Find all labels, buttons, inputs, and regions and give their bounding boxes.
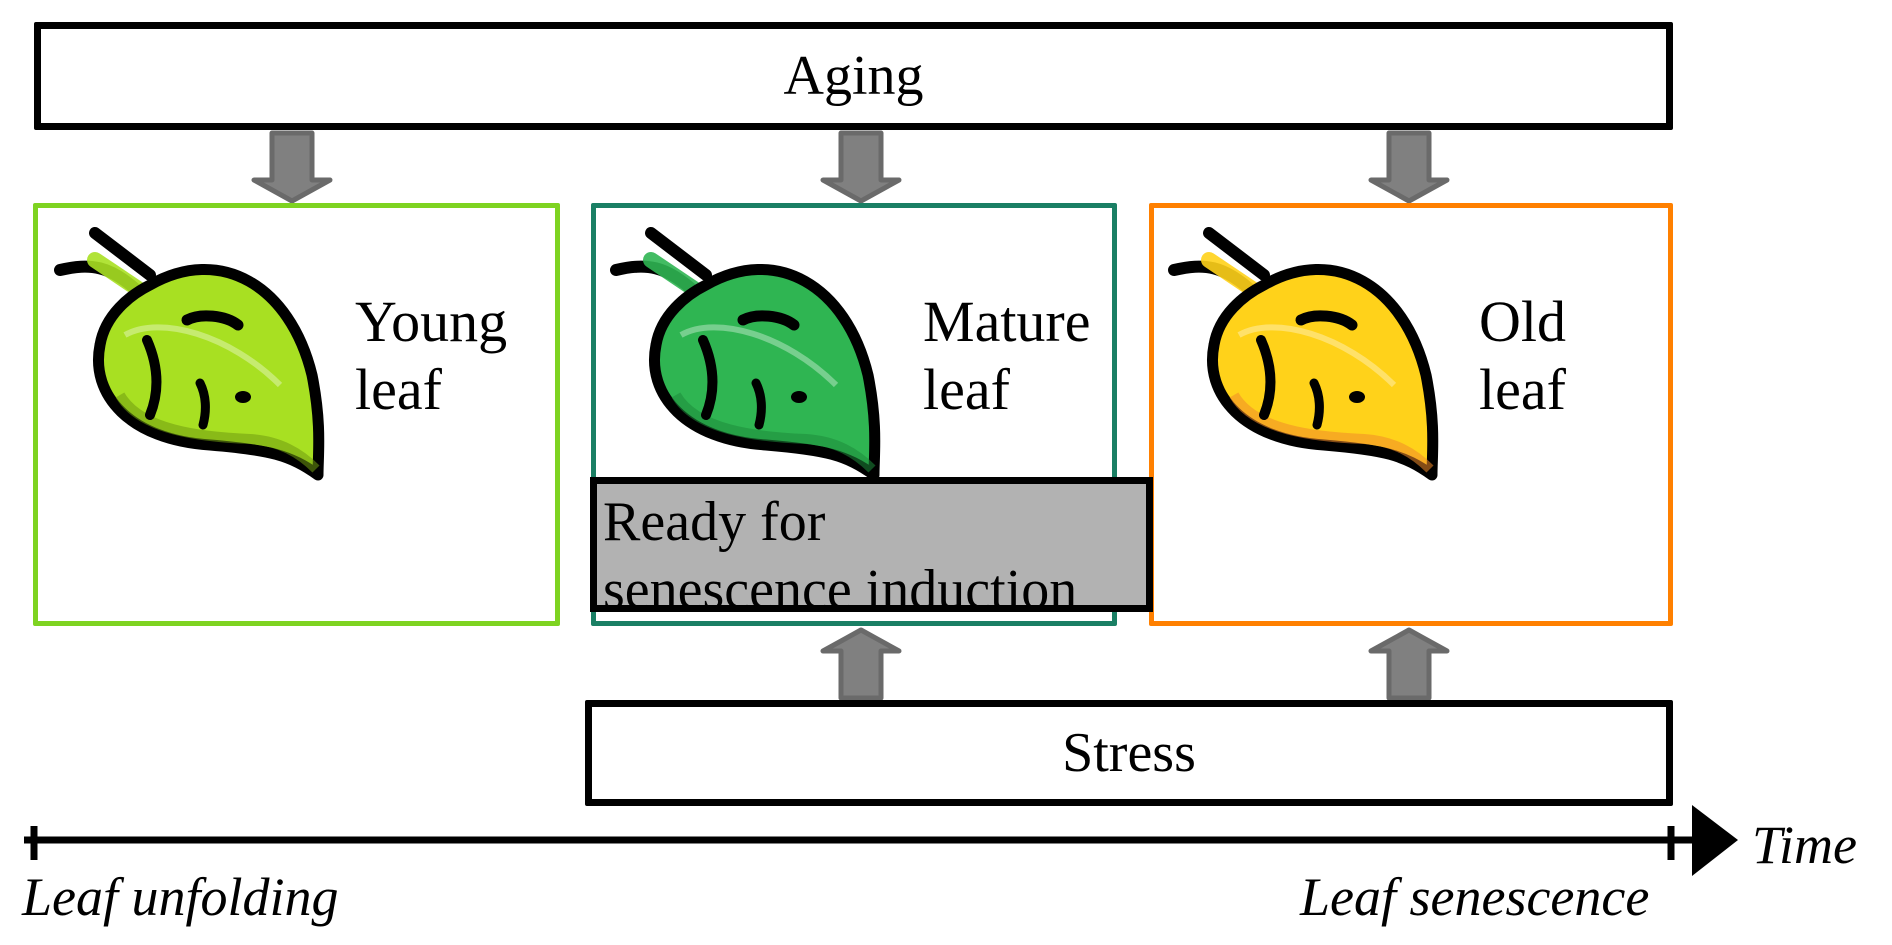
arrow-down-icon [820,130,902,204]
mature-leaf-label-line1: Mature [923,289,1091,354]
leaf-highlight [1237,324,1397,388]
aging-box: Aging [34,22,1673,130]
leaf-vein [1309,378,1324,430]
young-leaf-label-line2: leaf [355,357,442,422]
leaf-vein [1295,310,1358,331]
time-axis [24,805,1738,876]
leaf-unfolding-label: Leaf unfolding [22,867,339,927]
leaf-vein [195,378,210,430]
leaf-highlight [123,324,283,388]
ready-for-senescence-box: Ready for senescence induction [590,477,1153,621]
ready-box-line1: Ready for [603,491,826,553]
arrow-up-icon [820,627,902,701]
mature-leaf-label-line2: leaf [923,357,1010,422]
arrow-up-icon [1368,627,1450,701]
arrow-down-icon [251,130,333,204]
old-leaf-icon [1168,227,1439,481]
stress-label: Stress [1062,722,1196,784]
old-leaf-box: Old leaf [1149,203,1673,626]
leaf-stem-top [89,227,156,281]
leaf-shade [671,392,876,473]
young-leaf-label-line1: Young [355,289,508,354]
young-leaf-icon [54,227,325,481]
time-axis-label: Time [1752,815,1858,875]
old-leaf-label-line2: leaf [1479,357,1566,422]
aging-label: Aging [783,45,924,107]
arrow-down-icon [1368,130,1450,204]
leaf-vein [1256,335,1276,420]
leaf-vein [751,378,766,430]
leaf-senescence-label: Leaf senescence [1300,867,1650,927]
leaf-shade [1229,392,1434,473]
leaf-vein [698,335,718,420]
time-arrowhead-icon [1692,805,1738,876]
leaf-stem-top [645,227,712,281]
leaf-vein [142,335,162,420]
leaf-shade [115,392,320,473]
leaf-stem-top [1203,227,1270,281]
ready-box-line2: senescence induction [603,559,1078,621]
leaf-spot [235,391,251,403]
leaf-vein [737,310,800,331]
leaf-spot [791,391,807,403]
young-leaf-box: Young leaf [33,203,560,626]
leaf-highlight [679,324,839,388]
leaf-vein [181,310,244,331]
mature-leaf-icon [610,227,881,481]
stress-box: Stress [585,700,1673,806]
old-leaf-label-line1: Old [1479,289,1566,354]
leaf-spot [1349,391,1365,403]
